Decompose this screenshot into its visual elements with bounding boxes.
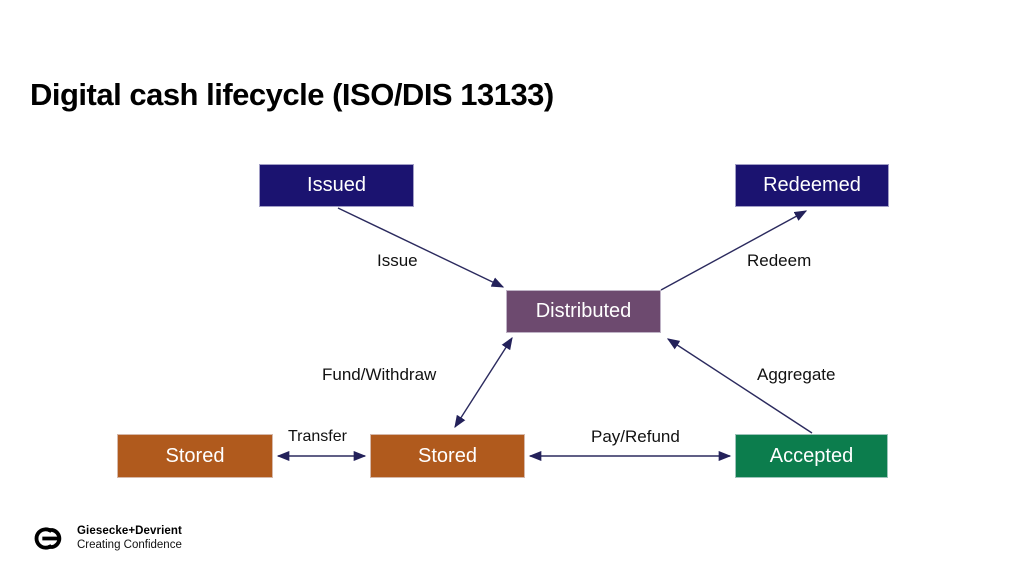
edge-label-pay-refund: Pay/Refund	[591, 427, 680, 446]
edge-issue-line	[337, 207, 505, 288]
edge-label-redeem: Redeem	[747, 251, 812, 270]
node-redeemed-label: Redeemed	[763, 174, 861, 196]
node-accepted-label: Accepted	[769, 444, 854, 467]
node-issued-label: Issued	[307, 174, 366, 196]
edge-label-aggregate: Aggregate	[757, 365, 836, 384]
node-issued: Issued	[259, 164, 414, 207]
logo-company-name: Giesecke+Devrient	[77, 525, 182, 538]
edge-fund-withdraw-line	[454, 336, 513, 429]
node-stored-left-label: Stored	[165, 444, 225, 467]
logo-tagline: Creating Confidence	[77, 538, 182, 551]
node-distributed: Distributed	[506, 290, 661, 333]
node-stored-left: Stored	[117, 434, 273, 478]
edge-label-issue: Issue	[377, 251, 418, 270]
logo-text: Giesecke+Devrient Creating Confidence	[77, 525, 182, 551]
edge-label-fund-withdraw: Fund/Withdraw	[322, 365, 437, 384]
page-title: Digital cash lifecycle (ISO/DIS 13133)	[30, 76, 554, 112]
node-redeemed: Redeemed	[735, 164, 889, 207]
node-stored-center-label: Stored	[418, 444, 477, 467]
node-stored-center: Stored	[370, 434, 525, 478]
company-logo: Giesecke+Devrient Creating Confidence	[29, 525, 182, 552]
node-accepted: Accepted	[735, 434, 888, 478]
edge-label-transfer: Transfer	[288, 428, 347, 445]
gd-monogram-icon	[34, 527, 62, 550]
node-distributed-label: Distributed	[535, 300, 632, 322]
edge-aggregate-line	[666, 338, 813, 434]
